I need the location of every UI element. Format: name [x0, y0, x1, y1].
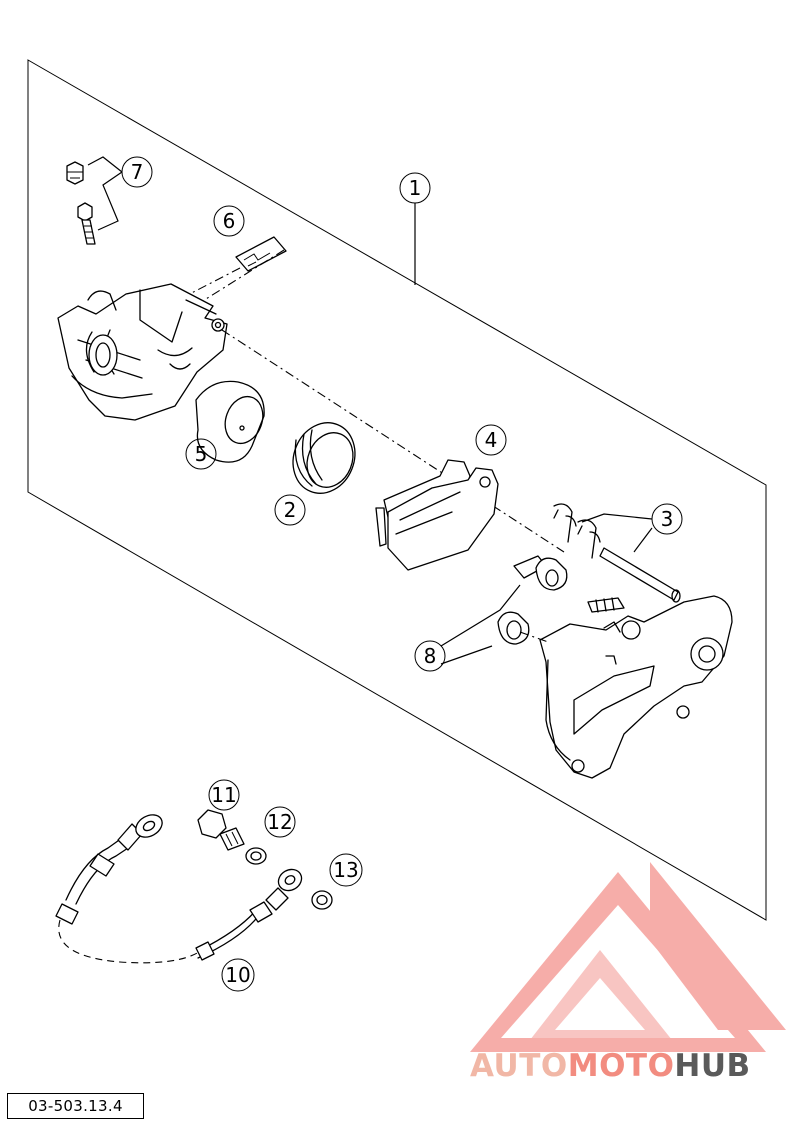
- banjo-bolt: [197, 809, 245, 851]
- svg-text:11: 11: [211, 783, 236, 807]
- brake-pad-inner: [375, 467, 499, 571]
- guide-pin-bushing-upper: [513, 555, 568, 591]
- guide-bushing-lower: [497, 611, 530, 645]
- pad-pin: [599, 547, 681, 603]
- callout-6: 6: [213, 205, 245, 237]
- svg-text:4: 4: [485, 428, 498, 452]
- svg-text:5: 5: [195, 442, 208, 466]
- sealing-washer-12: [245, 847, 267, 865]
- wordmark-moto: MOTO: [567, 1048, 675, 1084]
- callout-8: 8: [414, 584, 521, 672]
- wordmark-auto: AUTO: [470, 1048, 568, 1084]
- svg-text:2: 2: [284, 498, 297, 522]
- figure-code-label: 03-503.13.4: [7, 1093, 144, 1119]
- pad-retaining-clips: [553, 503, 601, 559]
- svg-text:7: 7: [131, 160, 144, 184]
- callout-5: 5: [185, 438, 217, 470]
- callout-3: 3: [581, 503, 683, 553]
- automotohub-logo: [470, 862, 786, 1052]
- caliper-bracket: [539, 595, 733, 779]
- callout-12: 12: [264, 806, 296, 838]
- callout-10: 10: [221, 958, 255, 992]
- callout-1: 1: [399, 172, 431, 285]
- svg-text:13: 13: [333, 858, 358, 882]
- assembly-boundary: [27, 59, 767, 921]
- svg-text:6: 6: [223, 209, 236, 233]
- svg-text:12: 12: [267, 810, 292, 834]
- automotohub-wordmark: AUTOMOTOHUB: [470, 1044, 800, 1088]
- caliper-body: [57, 283, 228, 421]
- caliper-piston: [195, 380, 265, 463]
- guide-pin-lower: [587, 597, 625, 613]
- callout-13: 13: [329, 853, 363, 887]
- bleed-screw-cap: [66, 161, 84, 185]
- piston-seal-ring: [292, 422, 356, 494]
- callout-11: 11: [208, 779, 240, 811]
- wordmark-hub: HUB: [674, 1048, 751, 1084]
- callout-2: 2: [274, 494, 306, 526]
- svg-text:10: 10: [225, 963, 250, 987]
- svg-text:3: 3: [661, 507, 674, 531]
- svg-text:1: 1: [409, 176, 422, 200]
- sealing-washer-13: [311, 890, 333, 910]
- callout-7: 7: [87, 156, 153, 231]
- pad-spring-clip: [235, 236, 287, 272]
- bleed-screw: [77, 202, 96, 245]
- svg-text:8: 8: [424, 644, 437, 668]
- brake-hose: [55, 814, 303, 964]
- callout-4: 4: [475, 424, 507, 456]
